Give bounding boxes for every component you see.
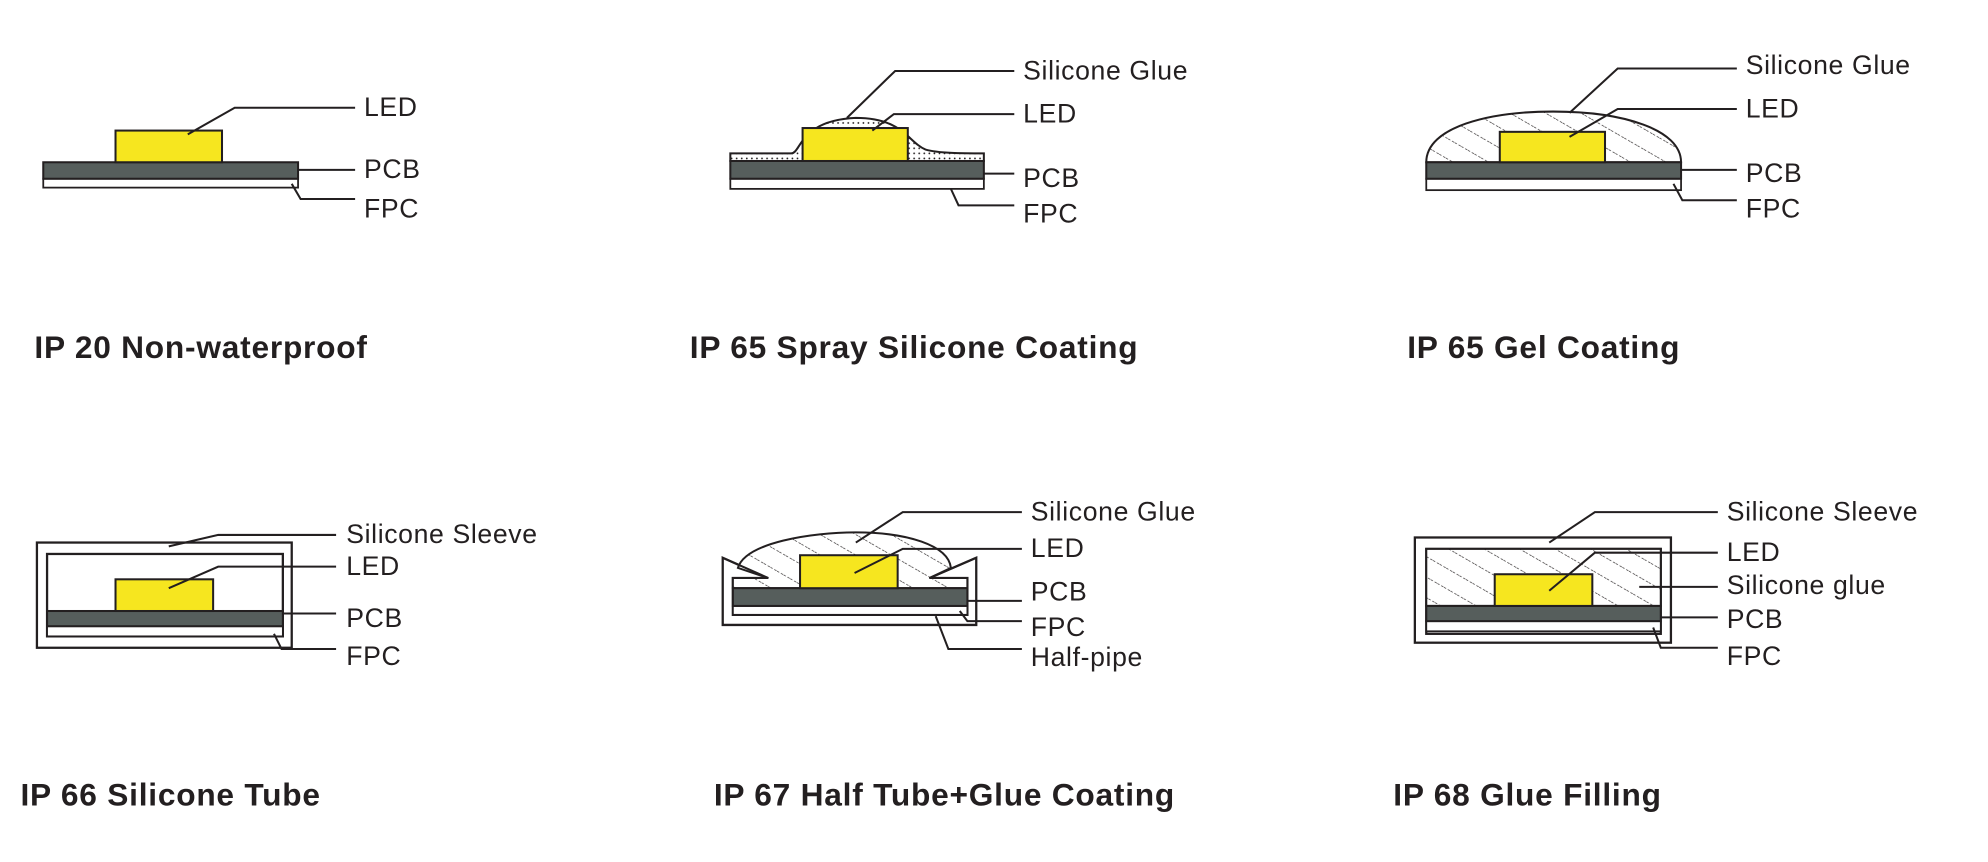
led-chip	[1493, 573, 1594, 607]
panel-title: IP 68 Glue Filling	[1393, 777, 1661, 813]
panel-ip67-half-tube: Silicone Glue LED PCB FPC Half-pipe IP 6…	[714, 496, 1196, 813]
pcb-layer	[42, 161, 300, 180]
label-silicone-glue: Silicone glue	[1727, 570, 1886, 600]
panel-title: IP 66 Silicone Tube	[20, 777, 320, 813]
label-fpc: FPC	[1031, 612, 1086, 642]
fpc-layer	[46, 625, 284, 638]
label-pcb: PCB	[364, 154, 421, 184]
panel-ip20: LED PCB FPC IP 20 Non-waterproof	[34, 92, 420, 365]
panel-title: IP 67 Half Tube+Glue Coating	[714, 777, 1175, 813]
pcb-layer	[46, 609, 284, 628]
label-pcb: PCB	[1727, 604, 1784, 634]
label-half-pipe: Half-pipe	[1031, 642, 1143, 672]
panel-ip68-glue-filling: Silicone Sleeve LED Silicone glue PCB FP…	[1393, 496, 1918, 813]
label-silicone-sleeve: Silicone Sleeve	[1727, 496, 1918, 526]
label-fpc: FPC	[346, 641, 401, 671]
led-chip	[114, 578, 215, 613]
label-fpc: FPC	[1727, 641, 1782, 671]
fpc-layer	[731, 605, 969, 616]
label-pcb: PCB	[1023, 163, 1080, 193]
fpc-layer	[42, 177, 299, 189]
fpc-layer	[1425, 620, 1662, 633]
label-led: LED	[1727, 537, 1781, 567]
label-fpc: FPC	[1746, 193, 1801, 223]
led-chip	[799, 554, 899, 590]
label-fpc: FPC	[1023, 199, 1078, 229]
led-chip	[801, 127, 909, 163]
panel-title: IP 20 Non-waterproof	[34, 329, 367, 365]
panel-ip65-spray: Silicone Glue LED PCB FPC IP 65 Spray Si…	[690, 55, 1188, 365]
pcb-layer	[1425, 604, 1662, 623]
fpc-layer	[729, 177, 985, 190]
pcb-layer	[1425, 161, 1683, 180]
label-led: LED	[1031, 533, 1085, 563]
panel-title: IP 65 Spray Silicone Coating	[690, 329, 1139, 365]
panel-title: IP 65 Gel Coating	[1407, 329, 1680, 365]
label-silicone-glue: Silicone Glue	[1746, 50, 1911, 80]
label-led: LED	[1746, 93, 1800, 123]
label-led: LED	[364, 92, 418, 122]
label-silicone-glue: Silicone Glue	[1031, 496, 1196, 526]
label-pcb: PCB	[1031, 576, 1088, 606]
led-chip	[114, 129, 224, 164]
panel-ip66-tube: Silicone Sleeve LED PCB FPC IP 66 Silico…	[20, 519, 537, 812]
label-silicone-glue: Silicone Glue	[1023, 55, 1188, 85]
pcb-layer	[729, 159, 985, 180]
label-pcb: PCB	[1746, 158, 1803, 188]
fpc-layer	[1425, 177, 1682, 192]
label-led: LED	[1023, 98, 1077, 128]
label-silicone-sleeve: Silicone Sleeve	[346, 519, 537, 549]
label-led: LED	[346, 551, 400, 581]
label-pcb: PCB	[346, 603, 403, 633]
label-fpc: FPC	[364, 193, 419, 223]
pcb-layer	[731, 587, 969, 607]
led-chip	[1498, 130, 1607, 164]
panel-ip65-gel: Silicone Glue LED PCB FPC IP 65 Gel Coat…	[1407, 50, 1910, 365]
